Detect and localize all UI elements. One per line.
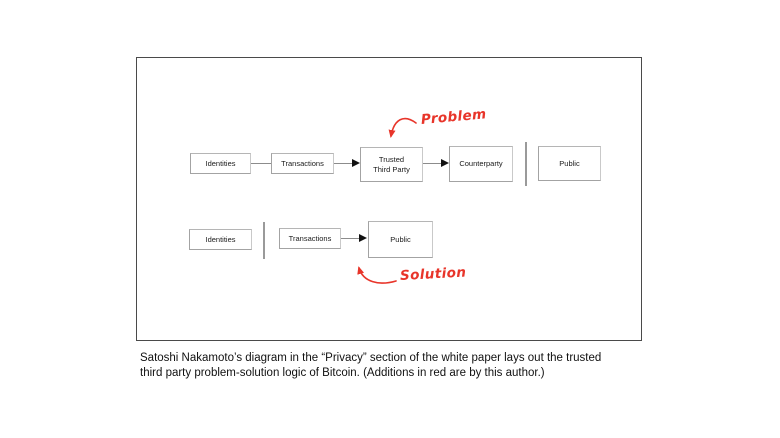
box-transactions-top: Transactions bbox=[271, 153, 334, 174]
caption-text: Satoshi Nakamoto’s diagram in the “Priva… bbox=[140, 352, 602, 379]
diagram-frame: Identities Transactions Trusted Third Pa… bbox=[136, 57, 642, 341]
connector-line bbox=[251, 163, 271, 164]
arrowhead-icon bbox=[441, 159, 449, 167]
box-trusted-third-party: Trusted Third Party bbox=[360, 147, 423, 182]
connector-line bbox=[423, 163, 442, 164]
box-identities-bottom: Identities bbox=[189, 229, 252, 250]
connector-line bbox=[341, 238, 360, 239]
connector-line bbox=[334, 163, 353, 164]
separator-bar bbox=[525, 142, 527, 186]
box-public-bottom: Public bbox=[368, 221, 433, 258]
arrowhead-icon bbox=[352, 159, 360, 167]
box-identities-top: Identities bbox=[190, 153, 251, 174]
box-public-top: Public bbox=[538, 146, 601, 181]
arrowhead-icon bbox=[359, 234, 367, 242]
separator-bar bbox=[263, 222, 265, 259]
box-counterparty: Counterparty bbox=[449, 146, 513, 182]
box-transactions-bottom: Transactions bbox=[279, 228, 341, 249]
